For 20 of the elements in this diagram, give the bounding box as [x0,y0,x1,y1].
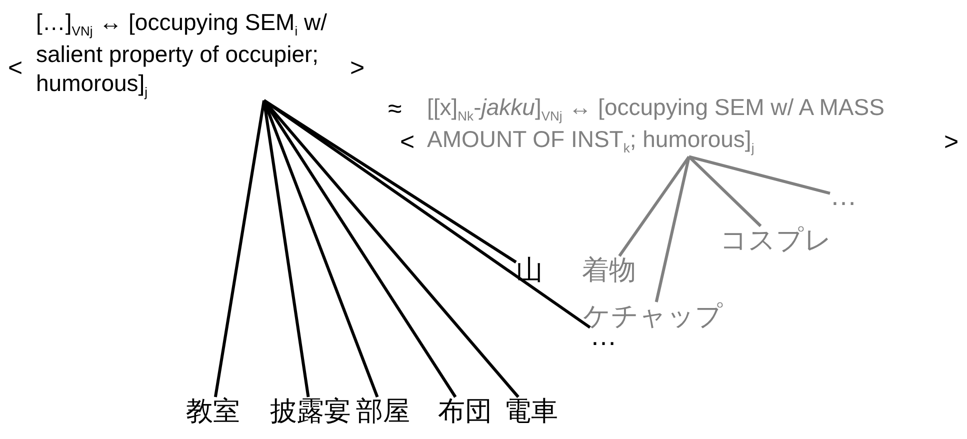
bracket-symbol: < [400,130,415,155]
bracket-symbol: > [350,56,365,81]
connector-line [214,100,266,398]
example-word: 披露宴 [270,396,351,426]
bracket-symbol: < [8,56,23,81]
connector-line [618,156,690,257]
connector-line [262,100,310,398]
example-word: 部屋 [356,396,410,426]
connector-line [654,156,690,302]
example-word: 布団 [438,396,492,426]
connector-line [688,155,830,195]
example-word: 電車 [504,396,558,426]
connector-line [688,156,762,228]
example-word: 教室 [186,396,240,426]
bracket-symbol: ≈ [388,97,402,122]
bracket-symbol: > [944,130,959,155]
example-word: … [830,181,857,211]
example-word: 着物 [582,255,636,285]
example-word: コスプレ [720,225,832,255]
connector-line [263,99,517,264]
